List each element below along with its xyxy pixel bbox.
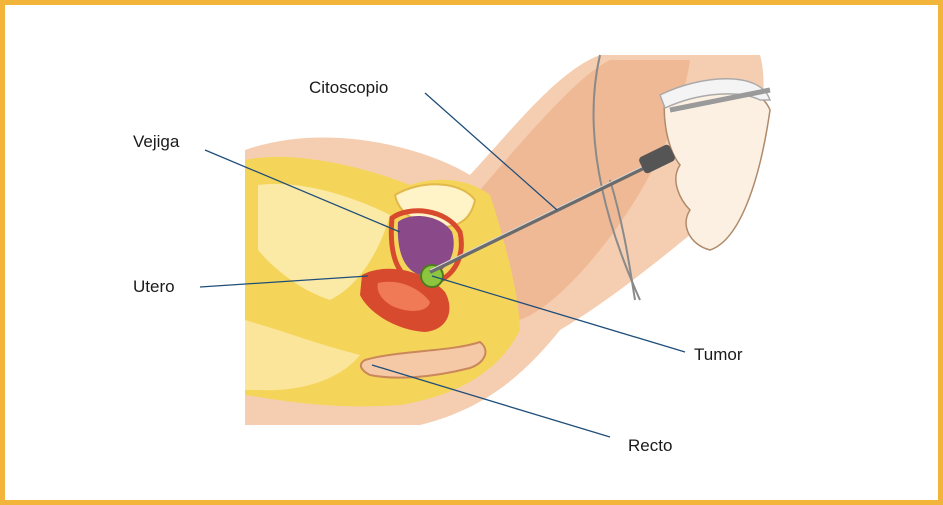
label-utero: Utero <box>133 278 175 295</box>
label-citoscopio: Citoscopio <box>309 79 388 96</box>
label-vejiga: Vejiga <box>133 133 179 150</box>
label-recto: Recto <box>628 437 672 454</box>
label-tumor: Tumor <box>694 346 743 363</box>
